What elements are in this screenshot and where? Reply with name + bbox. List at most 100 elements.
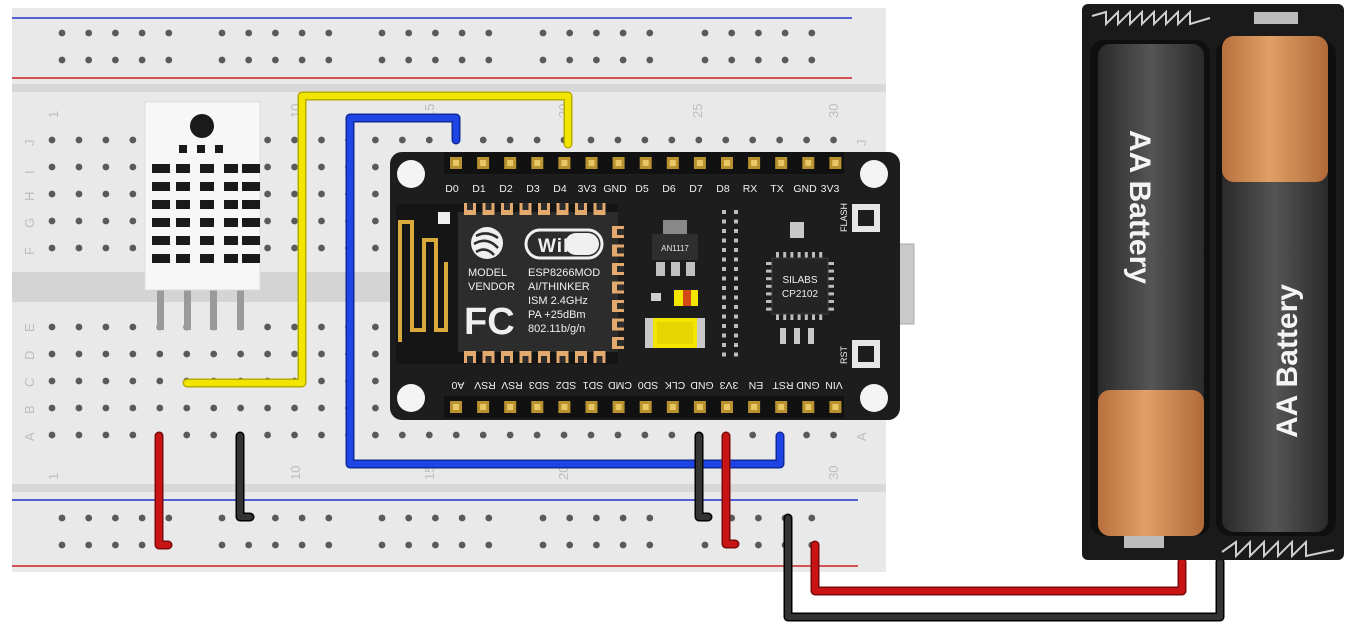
regulator-leg — [686, 262, 695, 276]
rail-hole — [58, 514, 66, 522]
rail-hole — [539, 514, 547, 522]
grille-slot — [200, 254, 214, 263]
chip-pin — [776, 252, 779, 258]
breadboard-hole — [264, 163, 271, 171]
rail-hole — [325, 541, 333, 549]
rail-gap-top — [12, 84, 886, 92]
wifi-logo-frame — [524, 228, 604, 260]
breadboard-hole — [291, 190, 298, 198]
grille-slot — [176, 182, 190, 191]
breadboard-hole — [264, 136, 271, 144]
breadboard-hole — [75, 163, 83, 171]
breadboard-hole — [102, 404, 110, 412]
rail-hole — [85, 29, 93, 37]
chip-pin — [797, 252, 801, 258]
breadboard-hole — [48, 136, 56, 144]
grille-slot — [176, 218, 190, 227]
rail-hole — [165, 514, 173, 522]
rail-hole — [485, 29, 493, 37]
rst-button-label: RST — [839, 345, 849, 364]
header-pin-core — [561, 404, 568, 410]
rail-hole — [539, 29, 547, 37]
breadboard-hole — [803, 431, 810, 439]
cell-terminal — [1124, 536, 1164, 548]
via — [722, 257, 726, 262]
yellow-wire — [184, 93, 571, 386]
header-pin-core — [832, 404, 839, 410]
smd-capacitor-pad — [645, 318, 653, 348]
castellation-hole — [485, 356, 492, 363]
rail-hole — [646, 541, 654, 549]
battery-spring-top — [1091, 9, 1211, 27]
header-pin-core — [724, 160, 730, 166]
header-pin-core — [615, 404, 622, 410]
header-pin-core — [696, 404, 703, 410]
castellation-hole — [617, 303, 624, 309]
module-castellations — [464, 203, 624, 363]
chip-pin — [790, 314, 794, 320]
breadboard-hole — [183, 350, 191, 358]
header-pin-core — [561, 160, 568, 166]
breadboard-hole — [533, 136, 541, 144]
via — [722, 267, 726, 271]
rail-hole — [138, 514, 146, 522]
grille-slot — [200, 200, 214, 209]
breadboard-hole — [102, 323, 110, 331]
breadboard-hole — [156, 350, 164, 358]
rail-hole — [85, 56, 93, 64]
breadboard-hole — [75, 350, 83, 358]
breadboard-hole — [318, 136, 325, 144]
spec-line: 802.11b/g/n — [528, 323, 585, 335]
flash-button-cap[interactable] — [858, 210, 874, 226]
rst-button[interactable] — [852, 340, 880, 368]
col-number: 25 — [690, 104, 705, 118]
flash-button[interactable] — [852, 204, 880, 232]
castellation-hole — [522, 356, 529, 363]
breadboard-hole — [210, 404, 218, 412]
chip-pin — [783, 314, 787, 320]
rail-hole — [218, 29, 226, 37]
grille-slot — [176, 164, 190, 173]
via — [734, 295, 738, 300]
mount-hole — [397, 160, 425, 188]
via — [734, 333, 738, 338]
breadboard-hole — [398, 136, 406, 144]
chip-pin — [797, 314, 801, 320]
breadboard-hole — [372, 377, 379, 385]
rail-hole — [808, 56, 816, 64]
rst-button-cap[interactable] — [858, 346, 874, 362]
breadboard-hole — [48, 431, 56, 439]
usb-uart-chip: SILABS CP2102 — [766, 222, 834, 344]
breadboard-hole — [372, 217, 379, 225]
wifi-logo-text: WiFi — [538, 236, 582, 257]
breadboard-hole — [318, 244, 325, 252]
via-rows — [722, 210, 738, 357]
breadboard-hole — [237, 350, 245, 358]
rail-hole — [566, 56, 574, 64]
smd-capacitor-pad — [697, 318, 705, 348]
rail-hole — [646, 56, 654, 64]
castellation-hole — [559, 356, 566, 363]
rail-hole — [808, 514, 816, 522]
breadboard-hole — [722, 136, 730, 144]
grille-slot — [176, 200, 190, 209]
chip-pin — [828, 284, 834, 288]
rail-hole — [298, 29, 306, 37]
pin-label-top: D6 — [662, 183, 676, 195]
breadboard-hole — [129, 431, 137, 439]
grille-slot — [176, 236, 190, 245]
breadboard-hole — [102, 217, 110, 225]
rail-hole — [646, 514, 654, 522]
castellation-hole — [596, 356, 603, 363]
breadboard-hole — [641, 136, 649, 144]
row-letter: D — [22, 351, 37, 360]
castellation-hole — [596, 203, 603, 210]
breadboard-hole — [318, 431, 325, 439]
grille-slot — [224, 200, 238, 209]
esp8266-module: WiFi MODEL VENDOR ESP8266MOD AI/THINKER … — [396, 203, 624, 364]
battery-cell-right: AA Battery — [1222, 12, 1328, 532]
breadboard-hole — [129, 404, 137, 412]
pin-labels-bottom: A0 RSV RSV SD3 SD2 SD1 CMD SD0 CLK GND 3… — [451, 379, 842, 391]
breadboard-hole — [102, 163, 110, 171]
rail-hole — [245, 56, 253, 64]
